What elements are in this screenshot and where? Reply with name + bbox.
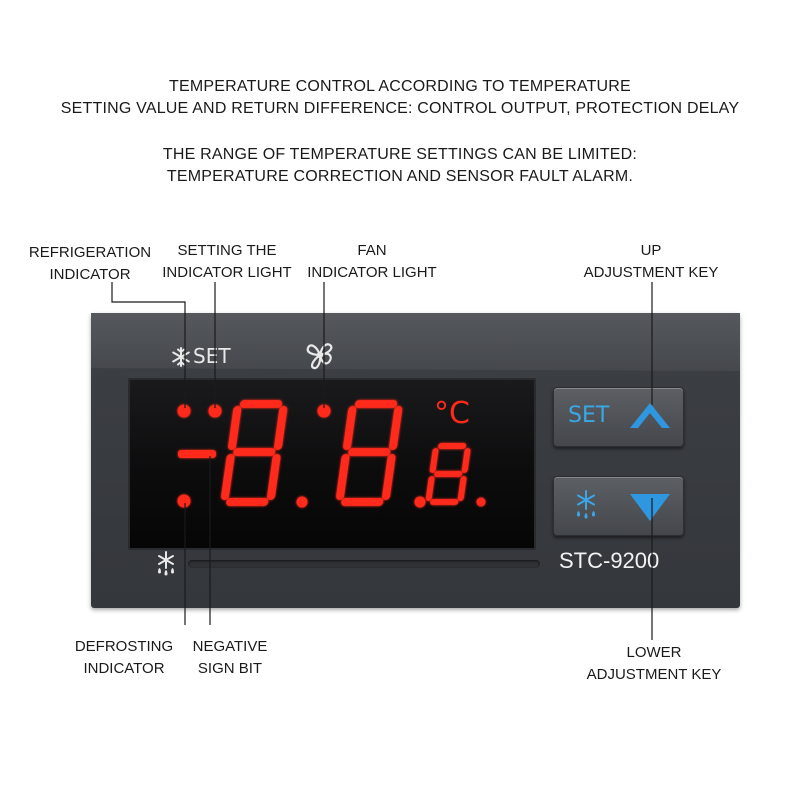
down-arrow-icon — [630, 494, 670, 521]
fan-icon — [306, 343, 333, 370]
description-line-4: TEMPERATURE CORRECTION AND SENSOR FAULT … — [166, 168, 634, 185]
negative-sign-segment — [178, 450, 216, 458]
callout-lower-key-line2: ADJUSTMENT KEY — [586, 666, 722, 683]
defrost-key-icon — [577, 490, 595, 519]
digit-2 — [336, 400, 403, 506]
setting-led-dot — [208, 404, 222, 418]
callout-negative: NEGATIVE SIGN BIT — [180, 636, 280, 680]
leader-refrigeration — [111, 282, 186, 408]
callout-refrigeration-line2: INDICATOR — [49, 266, 131, 283]
callout-setting-line2: INDICATOR LIGHT — [162, 264, 292, 281]
callout-defrosting-line2: INDICATOR — [83, 660, 165, 677]
description-line-2: SETTING VALUE AND RETURN DIFFERENCE: CON… — [60, 100, 740, 117]
decimal-point-2 — [414, 496, 426, 508]
callout-negative-line2: SIGN BIT — [197, 660, 263, 677]
snowflake-icon — [172, 347, 190, 367]
callout-refrigeration: REFRIGERATION INDICATOR — [22, 242, 158, 286]
refrigeration-led-dot — [177, 404, 191, 418]
led-digits — [177, 400, 486, 508]
callout-lower-key-line1: LOWER — [626, 644, 682, 661]
up-adjustment-key[interactable]: SET — [553, 387, 684, 447]
callout-fan: FAN INDICATOR LIGHT — [296, 240, 448, 284]
callout-refrigeration-line1: REFRIGERATION — [28, 244, 152, 261]
callout-lower-key: LOWER ADJUSTMENT KEY — [576, 642, 732, 686]
panel-set-label: SET — [193, 344, 231, 368]
callout-up-key-line2: ADJUSTMENT KEY — [583, 264, 719, 281]
callout-defrosting-line1: DEFROSTING — [74, 638, 174, 655]
description-line-1: TEMPERATURE CONTROL ACCORDING TO TEMPERA… — [169, 78, 631, 95]
housing-top-bevel — [91, 313, 740, 371]
celsius-unit: °C — [434, 396, 470, 431]
callout-setting-line1: SETTING THE — [177, 242, 277, 259]
callout-negative-line1: NEGATIVE — [192, 638, 268, 655]
digit-1 — [221, 400, 288, 506]
model-label: STC-9200 — [559, 548, 660, 573]
up-arrow-icon — [630, 403, 670, 428]
defrost-icon — [158, 551, 174, 576]
housing-slot — [188, 560, 540, 568]
callout-fan-line1: FAN — [357, 242, 387, 259]
description-line-3: THE RANGE OF TEMPERATURE SETTINGS CAN BE… — [162, 146, 638, 163]
callout-defrosting: DEFROSTING INDICATOR — [62, 636, 186, 680]
key-set-label: SET — [568, 403, 610, 428]
callout-up-key: UP ADJUSTMENT KEY — [574, 240, 728, 284]
decimal-point-1 — [296, 496, 308, 508]
digit-3 — [425, 443, 471, 505]
lower-adjustment-key[interactable] — [553, 476, 684, 536]
callout-up-key-line1: UP — [640, 242, 662, 259]
defrost-led-dot — [177, 494, 191, 508]
callout-setting: SETTING THE INDICATOR LIGHT — [152, 240, 302, 284]
decimal-point-3 — [476, 497, 486, 507]
callout-fan-line2: INDICATOR LIGHT — [307, 264, 437, 281]
fan-led-dot — [317, 404, 331, 418]
